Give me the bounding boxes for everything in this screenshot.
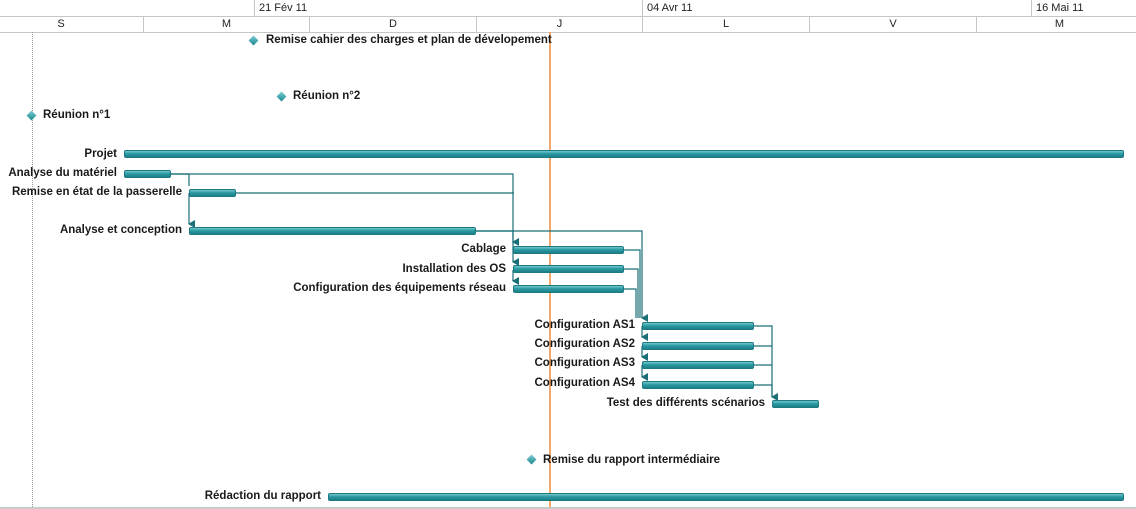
task-label: Installation des OS: [402, 263, 506, 275]
task-label: Configuration AS3: [534, 357, 635, 369]
timescale-day-5: L: [642, 17, 809, 32]
task-bar[interactable]: [513, 285, 624, 293]
task-bar[interactable]: [189, 189, 236, 197]
link-cablage-to-as: [624, 249, 641, 318]
milestone-diamond-icon: [248, 35, 259, 46]
timescale-day-6: V: [809, 17, 976, 32]
task-bar[interactable]: [513, 246, 624, 254]
timescale-date-3: 16 Mai 11: [1031, 0, 1136, 16]
link-config-to-as: [624, 288, 637, 318]
task-label: Configuration AS4: [534, 377, 635, 389]
task-label: Analyse et conception: [59, 224, 182, 236]
timescale-date-1: 21 Fév 11: [254, 0, 647, 16]
task-bar[interactable]: [772, 400, 819, 408]
task-label: Remise en état de la passerelle: [11, 186, 182, 198]
milestone-label: Réunion n°1: [43, 109, 111, 121]
project-start-line: [32, 32, 33, 509]
timescale-bottom-border: [0, 32, 1136, 33]
task-label: Cablage: [461, 243, 506, 255]
task-bar[interactable]: [328, 493, 1124, 501]
link-install-to-as: [624, 268, 639, 318]
task-label: Configuration AS2: [534, 338, 635, 350]
timescale-divider: [0, 16, 1136, 17]
timescale-day-1: S: [0, 17, 143, 32]
milestone-diamond-icon: [26, 110, 37, 121]
task-label: Test des différents scénarios: [606, 397, 765, 409]
task-label: Configuration AS1: [534, 319, 635, 331]
timescale-day-7: M: [976, 17, 1136, 32]
task-label: Projet: [84, 148, 117, 160]
task-label: Analyse du matériel: [8, 167, 117, 179]
task-bar[interactable]: [189, 227, 476, 235]
timescale-date-2: 04 Avr 11: [642, 0, 1035, 16]
milestone-diamond-icon: [526, 454, 537, 465]
task-bar[interactable]: [513, 265, 624, 273]
milestone-label: Réunion n°2: [293, 90, 361, 102]
timescale-day-3: D: [309, 17, 476, 32]
task-bar[interactable]: [124, 150, 1124, 158]
task-bar[interactable]: [642, 342, 754, 350]
task-bar[interactable]: [642, 322, 754, 330]
task-bar[interactable]: [642, 381, 754, 389]
milestone-label: Remise du rapport intermédiaire: [543, 454, 721, 466]
milestone-label: Remise cahier des charges et plan de dév…: [266, 34, 552, 46]
timescale-day-2: M: [143, 17, 309, 32]
task-label: Configuration des équipements réseau: [293, 282, 506, 294]
task-label: Rédaction du rapport: [204, 490, 321, 502]
milestone-diamond-icon: [276, 91, 287, 102]
timescale-day-4: J: [476, 17, 642, 32]
link-as1-to-test: [754, 325, 773, 396]
task-bar[interactable]: [642, 361, 754, 369]
chart-bottom-border: [0, 507, 1136, 509]
task-bar[interactable]: [124, 170, 171, 178]
